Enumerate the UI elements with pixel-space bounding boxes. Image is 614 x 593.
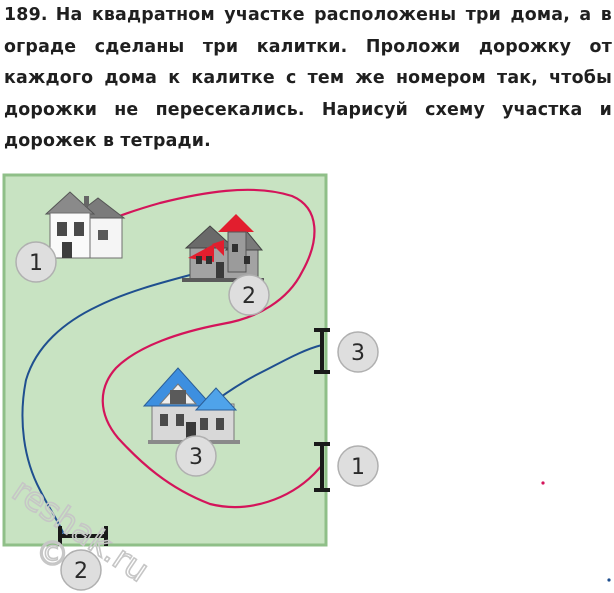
- problem-line-1-text: На квадратном участке расположены три до…: [55, 5, 612, 25]
- gate-1-marker: 1: [337, 445, 379, 487]
- house-2-marker: 2: [228, 274, 270, 316]
- stray-dot-blue: [607, 578, 611, 582]
- gate-2: [58, 526, 108, 546]
- problem-line-1: 189. На квадратном участке расположены тр…: [4, 0, 612, 32]
- gate-3-marker: 3: [337, 331, 379, 373]
- watermark-copyright-symbol: ©: [36, 534, 69, 573]
- path-blue: [21, 274, 191, 536]
- gate-3-label: 3: [351, 341, 365, 366]
- house-3-label: 3: [189, 445, 203, 470]
- problem-line-2: ограде сделаны три калитки. Проложи доро…: [4, 36, 612, 57]
- path-red: [75, 188, 323, 509]
- house-2-label: 2: [242, 284, 256, 309]
- problem-text: 189. На квадратном участке расположены тр…: [4, 0, 612, 158]
- house-1-label: 1: [29, 251, 43, 276]
- gate-2-label: 2: [74, 559, 88, 584]
- problem-line-5: дорожек в тетради.: [4, 131, 211, 151]
- stray-dot-red: [541, 481, 545, 485]
- house-3-marker: 3: [175, 435, 217, 477]
- gate-3: [314, 328, 330, 374]
- problem-line-4: дорожки не пересекались. Нарисуй схему у…: [4, 99, 612, 120]
- house-2: [182, 214, 264, 282]
- house-1-marker: 1: [15, 241, 57, 283]
- house-1: [44, 191, 126, 259]
- house-3: [142, 367, 240, 444]
- problem-number: 189.: [4, 5, 48, 25]
- gate-1-label: 1: [351, 455, 365, 480]
- gate-1: [314, 442, 330, 492]
- gate-2-marker: 2: [60, 549, 102, 591]
- problem-line-3: каждого дома к калитке с тем же номером …: [4, 68, 612, 88]
